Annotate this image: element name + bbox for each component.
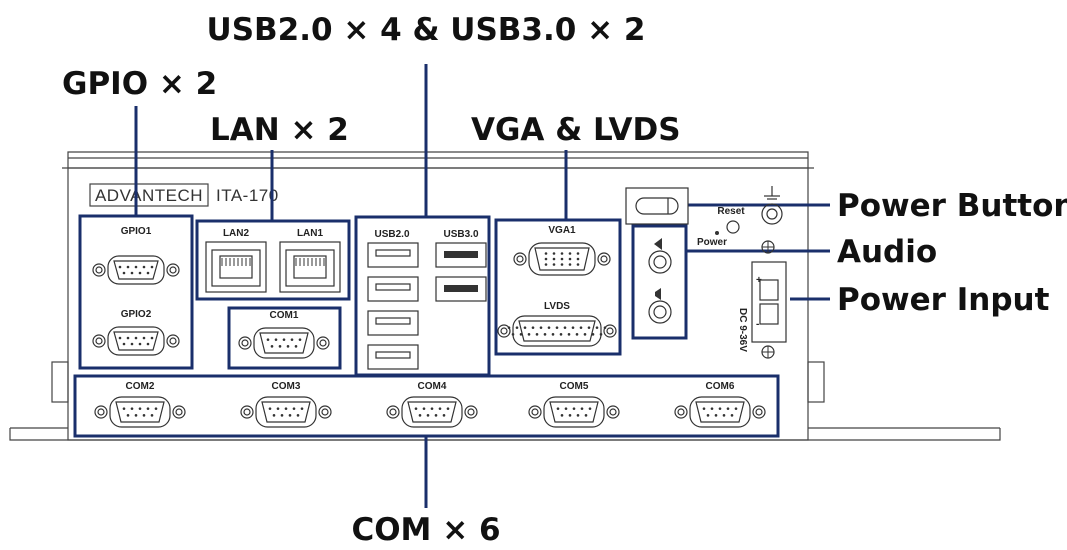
usb3-label: USB3.0 <box>443 229 478 240</box>
ground-screw <box>761 203 783 225</box>
com1-highlight-box <box>227 306 342 370</box>
com1-port <box>238 327 330 359</box>
usb2-port-1 <box>367 242 419 268</box>
com3-port <box>240 396 332 428</box>
hardware-ports <box>92 186 787 428</box>
usb3-port-1 <box>435 242 487 268</box>
lan-callout: LAN × 2 <box>210 112 349 148</box>
vga1-label: VGA1 <box>548 225 576 236</box>
audio-callout: Audio <box>837 234 937 270</box>
brand-logo: ADVANTECH <box>95 186 203 205</box>
power-led <box>715 231 719 235</box>
usb-highlight-box <box>354 215 491 377</box>
dc-plus-label: + <box>756 275 762 286</box>
gpio1-label: GPIO1 <box>121 226 152 237</box>
vga-port <box>513 242 611 276</box>
com5-label: COM5 <box>560 381 589 392</box>
com4-label: COM4 <box>418 381 447 392</box>
lan1-port <box>279 241 341 293</box>
lvds-port <box>497 315 617 347</box>
dc-minus-label: - <box>756 319 759 330</box>
power-button-callout: Power Button <box>837 188 1067 224</box>
gpio2-port <box>92 326 180 356</box>
chassis <box>9 151 1001 441</box>
com-callout: COM × 6 <box>351 512 500 548</box>
brand-plate: ADVANTECH ITA-170 <box>89 183 279 207</box>
com6-port <box>674 396 766 428</box>
ground-icon <box>764 186 780 200</box>
usb3-port-2 <box>435 276 487 302</box>
power-input-callout: Power Input <box>837 282 1050 318</box>
com1-label: COM1 <box>270 310 299 321</box>
lan1-label: LAN1 <box>297 228 324 239</box>
vga-lvds-highlight-box <box>494 218 622 356</box>
usb-callout: USB2.0 × 4 & USB3.0 × 2 <box>207 12 646 48</box>
usb2-port-3 <box>367 310 419 336</box>
com5-port <box>528 396 620 428</box>
usb2-label: USB2.0 <box>374 229 409 240</box>
speaker-icon <box>655 288 661 300</box>
gpio1-port <box>92 255 180 285</box>
lvds-label: LVDS <box>544 301 570 312</box>
com3-label: COM3 <box>272 381 301 392</box>
power-button <box>625 187 689 225</box>
com6-label: COM6 <box>706 381 735 392</box>
gpio-highlight-box <box>78 214 194 370</box>
com2-port <box>94 396 186 428</box>
mic-icon <box>654 238 662 250</box>
com2-label: COM2 <box>126 381 155 392</box>
dc-input-label: DC 9-36V <box>737 308 748 352</box>
usb2-port-4 <box>367 344 419 370</box>
power-input-terminal <box>751 240 787 359</box>
audio-highlight-box <box>631 224 688 340</box>
lan2-label: LAN2 <box>223 228 250 239</box>
gpio2-label: GPIO2 <box>121 309 152 320</box>
power-label: Power <box>697 237 727 248</box>
reset-button <box>726 220 740 234</box>
vga-lvds-callout: VGA & LVDS <box>471 112 681 148</box>
com4-port <box>386 396 478 428</box>
reset-label: Reset <box>717 206 745 217</box>
lan2-port <box>205 241 267 293</box>
gpio-callout: GPIO × 2 <box>62 66 217 102</box>
usb2-port-2 <box>367 276 419 302</box>
model-name: ITA-170 <box>216 186 279 205</box>
audio-line-out-jack <box>648 300 672 324</box>
audio-mic-jack <box>648 250 672 274</box>
